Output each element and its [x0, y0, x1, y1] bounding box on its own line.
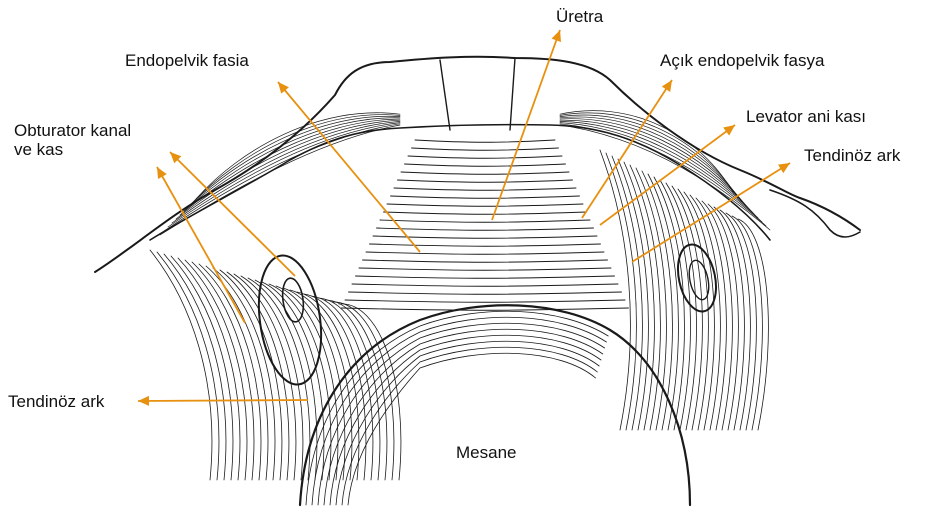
muscle-fiber-stroke	[157, 252, 219, 480]
muscle-fiber-stroke	[387, 204, 583, 206]
label-endopelvik-fasia: Endopelvik fasia	[125, 51, 249, 71]
muscle-fiber-stroke	[342, 308, 629, 310]
muscle-fiber-stroke	[359, 268, 611, 270]
muscle-fiber-stroke	[160, 125, 400, 235]
muscle-fiber-stroke	[377, 228, 594, 230]
muscle-fiber-stroke	[600, 150, 630, 430]
right-wing-tail	[770, 190, 860, 237]
label-tendinoz-left: Tendinöz ark	[8, 392, 104, 412]
muscle-fiber-stroke	[370, 244, 601, 246]
muscle-fiber-stroke	[352, 284, 618, 286]
muscle-fiber-stroke	[405, 164, 566, 166]
muscle-fiber-stroke	[185, 260, 247, 480]
arrow-endopelvik	[278, 82, 420, 252]
muscle-fiber-stroke	[678, 189, 708, 430]
muscle-fiber-stroke	[702, 201, 732, 430]
muscle-fiber-stroke	[248, 278, 310, 480]
muscle-fiber-stroke	[356, 276, 615, 278]
muscle-fiber-stroke	[306, 311, 608, 505]
muscle-fiber-stroke	[412, 148, 559, 150]
muscle-fiber-stroke	[560, 119, 750, 210]
muscle-fiber-stroke	[380, 220, 590, 222]
muscle-fiber-stroke	[220, 270, 282, 480]
muscle-fiber-stroke	[696, 198, 726, 430]
muscle-fiber-stroke	[672, 186, 702, 430]
muscle-fiber-stroke	[176, 120, 400, 219]
muscle-fiber-stroke	[366, 252, 604, 254]
label-tendinoz-right: Tendinöz ark	[804, 146, 900, 166]
muscle-fiber-stroke	[398, 180, 573, 182]
label-uretra: Üretra	[556, 7, 603, 27]
label-obturator-line2: ve kas	[14, 140, 63, 160]
muscle-fiber-stroke	[192, 262, 254, 480]
muscle-fiber-stroke	[180, 119, 400, 215]
muscle-fiber-stroke	[401, 172, 569, 174]
muscle-fiber-stroke	[394, 188, 576, 190]
muscle-fiber-stroke	[348, 353, 596, 505]
muscle-fiber-stroke	[560, 121, 758, 218]
muscle-fiber-stroke	[560, 123, 762, 222]
symphysis-left	[440, 60, 450, 130]
muscle-fiber-stroke	[708, 204, 738, 430]
muscle-fiber-stroke	[384, 212, 587, 214]
muscle-fiber-stroke	[391, 196, 580, 198]
muscle-fiber-stroke	[164, 254, 226, 480]
right-obturator-inner	[686, 259, 712, 302]
label-acik-endopelvik-fasya: Açık endopelvik fasya	[660, 51, 824, 71]
label-levator-ani: Levator ani kası	[746, 107, 866, 127]
muscle-fiber-stroke	[408, 156, 562, 158]
muscle-fiber-stroke	[336, 341, 599, 505]
symphysis-right	[510, 58, 515, 130]
muscle-fiber-stroke	[241, 276, 303, 480]
muscle-fiber-stroke	[168, 123, 400, 227]
arrow-tendinoz-right	[632, 163, 790, 262]
pubic-arch-outline	[95, 57, 860, 272]
muscle-fiber-stroke	[349, 292, 622, 294]
muscle-fiber-stroke	[276, 286, 338, 480]
muscle-fiber-stroke	[345, 300, 625, 302]
muscle-fiber-stroke	[363, 260, 608, 262]
muscle-fiber-stroke	[690, 195, 720, 430]
label-mesane: Mesane	[456, 443, 516, 463]
muscle-fiber-stroke	[262, 282, 324, 480]
label-obturator-line1: Obturator kanal	[14, 121, 131, 141]
muscle-fiber-stroke	[150, 250, 212, 480]
muscle-fiber-stroke	[606, 153, 636, 430]
muscle-fiber-stroke	[714, 207, 744, 430]
muscle-fiber-stroke	[164, 124, 400, 231]
muscle-fiber-stroke	[415, 140, 555, 142]
muscle-fiber-stroke	[342, 347, 597, 505]
